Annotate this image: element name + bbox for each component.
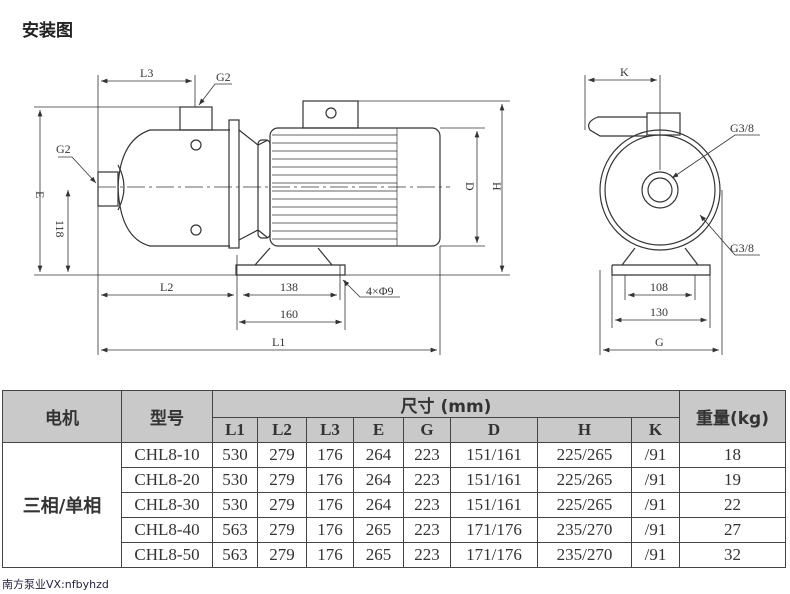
dim-cell-l3: 176 xyxy=(306,467,354,493)
dim-cell-g: 223 xyxy=(403,517,451,543)
motor-type-cell: 三相/单相 xyxy=(2,442,122,568)
model-cell: CHL8-30 xyxy=(121,492,213,518)
dim-cell-l3: 176 xyxy=(306,442,354,468)
header-h: H xyxy=(537,417,632,443)
dim-cell-l3: 176 xyxy=(306,517,354,543)
dim-cell-e: 265 xyxy=(353,517,404,543)
header-k: K xyxy=(631,417,680,443)
dim-cell-g: 223 xyxy=(403,542,451,568)
side-view xyxy=(34,75,510,355)
dim-cell-l1: 530 xyxy=(212,467,258,493)
model-cell: CHL8-20 xyxy=(121,467,213,493)
dim-H: H xyxy=(490,182,504,191)
installation-drawing: L3 G2 G2 E 118 D H L2 138 4×Φ9 160 L1 K … xyxy=(33,65,760,355)
dim-cell-d: 171/176 xyxy=(450,517,538,543)
header-dimensions: 尺寸 (mm) xyxy=(212,390,680,418)
weight-cell: 27 xyxy=(679,517,786,543)
header-l3: L3 xyxy=(306,417,354,443)
dim-cell-e: 264 xyxy=(353,442,404,468)
dim-160: 160 xyxy=(280,307,298,321)
watermark-footer: 南方泵业VX:nfbyhzd xyxy=(2,578,109,591)
header-model: 型号 xyxy=(121,390,213,443)
weight-cell: 18 xyxy=(679,442,786,468)
dim-cell-d: 151/161 xyxy=(450,467,538,493)
dim-cell-l1: 563 xyxy=(212,517,258,543)
dim-L2: L2 xyxy=(160,280,173,294)
dim-cell-d: 151/161 xyxy=(450,492,538,518)
header-l2: L2 xyxy=(257,417,307,443)
header-motor: 电机 xyxy=(2,390,122,443)
model-cell: CHL8-10 xyxy=(121,442,213,468)
dim-cell-l2: 279 xyxy=(257,467,307,493)
dim-cell-g: 223 xyxy=(403,467,451,493)
weight-cell: 19 xyxy=(679,467,786,493)
dim-cell-k: /91 xyxy=(631,467,680,493)
weight-cell: 22 xyxy=(679,492,786,518)
dim-cell-h: 235/270 xyxy=(537,542,632,568)
dim-cell-h: 225/265 xyxy=(537,442,632,468)
dim-cell-k: /91 xyxy=(631,517,680,543)
label-holes: 4×Φ9 xyxy=(366,284,394,298)
dim-cell-l2: 279 xyxy=(257,492,307,518)
dim-cell-l3: 176 xyxy=(306,492,354,518)
dim-L1: L1 xyxy=(272,335,285,349)
motor-fins xyxy=(272,128,398,246)
label-G2-outlet: G2 xyxy=(216,70,231,84)
dim-cell-k: /91 xyxy=(631,442,680,468)
dim-cell-l2: 279 xyxy=(257,542,307,568)
dim-118: 118 xyxy=(53,220,67,238)
dim-cell-l1: 530 xyxy=(212,492,258,518)
dim-cell-k: /91 xyxy=(631,492,680,518)
dim-cell-k: /91 xyxy=(631,542,680,568)
header-weight: 重量(kg) xyxy=(679,390,786,443)
label-G2-inlet: G2 xyxy=(56,142,71,156)
dim-E: E xyxy=(33,191,47,198)
dim-cell-d: 171/176 xyxy=(450,542,538,568)
header-l1: L1 xyxy=(212,417,258,443)
model-cell: CHL8-50 xyxy=(121,542,213,568)
label-G3-8-bottom: G3/8 xyxy=(730,241,754,255)
dim-cell-e: 264 xyxy=(353,467,404,493)
dim-cell-h: 225/265 xyxy=(537,467,632,493)
weight-cell: 32 xyxy=(679,542,786,568)
dim-108: 108 xyxy=(650,280,668,294)
dim-130: 130 xyxy=(650,305,668,319)
dim-G: G xyxy=(655,335,664,349)
page-title: 安装图 xyxy=(22,21,73,41)
dim-cell-l1: 563 xyxy=(212,542,258,568)
label-G3-8-top: G3/8 xyxy=(730,121,754,135)
dim-cell-l1: 530 xyxy=(212,442,258,468)
header-e: E xyxy=(353,417,404,443)
front-view xyxy=(584,75,760,355)
dim-D: D xyxy=(463,182,477,191)
dim-cell-h: 225/265 xyxy=(537,492,632,518)
dim-cell-l2: 279 xyxy=(257,442,307,468)
dim-cell-e: 265 xyxy=(353,542,404,568)
dim-cell-h: 235/270 xyxy=(537,517,632,543)
model-cell: CHL8-40 xyxy=(121,517,213,543)
dim-L3: L3 xyxy=(140,66,153,80)
header-g: G xyxy=(403,417,451,443)
dim-cell-l3: 176 xyxy=(306,542,354,568)
dim-cell-d: 151/161 xyxy=(450,442,538,468)
dim-cell-e: 264 xyxy=(353,492,404,518)
dim-K: K xyxy=(620,65,629,79)
dim-cell-g: 223 xyxy=(403,492,451,518)
header-d: D xyxy=(450,417,538,443)
dim-cell-l2: 279 xyxy=(257,517,307,543)
dim-cell-g: 223 xyxy=(403,442,451,468)
dim-138: 138 xyxy=(280,280,298,294)
